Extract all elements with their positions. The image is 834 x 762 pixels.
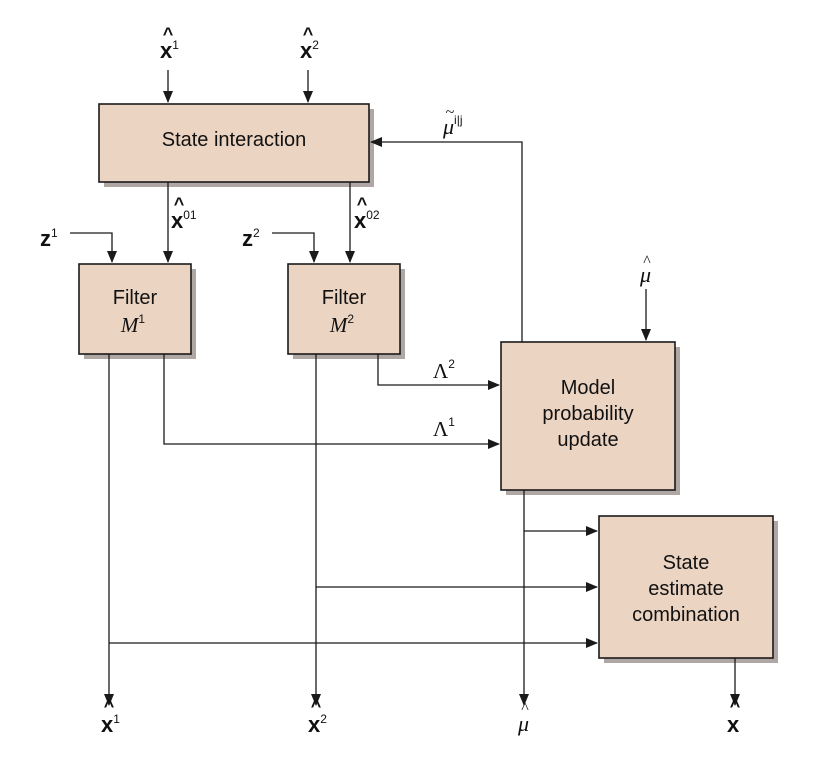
model-probability-update-box: Model probability update — [500, 341, 680, 495]
label-x-hat-output: ^ x — [727, 696, 741, 737]
label-mu-hat-input: ^ μ — [639, 253, 651, 287]
label-x-hat-01: ^ x01 — [171, 194, 197, 233]
filter-1-model: M1 — [120, 312, 146, 337]
svg-text:Λ2: Λ2 — [433, 357, 455, 383]
svg-text:^: ^ — [104, 696, 115, 716]
label-x-hat-2-output: ^ x2 — [308, 696, 327, 737]
model-prob-line1: Model — [561, 377, 615, 399]
state-estimate-combination-box: State estimate combination — [598, 515, 778, 663]
state-est-line1: State — [663, 552, 710, 574]
svg-text:z1: z1 — [40, 226, 58, 251]
label-lambda-1: Λ1 — [433, 415, 455, 441]
label-x-hat-2-input: ^ x2 — [300, 24, 319, 63]
label-lambda-2: Λ2 — [433, 357, 455, 383]
svg-text:Λ1: Λ1 — [433, 415, 455, 441]
filter-2-label: Filter — [322, 287, 367, 309]
svg-text:^: ^ — [174, 194, 185, 214]
arrow-lambda1 — [163, 354, 500, 449]
svg-text:μ: μ — [639, 262, 651, 287]
label-mu-hat-output: ^ μ — [517, 700, 529, 736]
svg-text:^: ^ — [163, 24, 174, 44]
filter-2-box: Filter M2 — [287, 263, 405, 359]
svg-text:^: ^ — [521, 700, 529, 717]
state-est-line2: estimate — [648, 578, 724, 600]
svg-text:^: ^ — [311, 696, 322, 716]
label-x-hat-1-input: ^ x1 — [160, 24, 179, 63]
filter-2-model: M2 — [329, 312, 355, 337]
svg-text:x1: x1 — [101, 712, 120, 737]
svg-text:~: ~ — [446, 104, 455, 121]
label-mu-tilde: ~ μi|j — [442, 104, 463, 139]
svg-text:x2: x2 — [300, 38, 319, 63]
svg-text:x2: x2 — [308, 712, 327, 737]
label-x-hat-1-output: ^ x1 — [101, 696, 120, 737]
arrow-z1-to-filter1 — [70, 232, 117, 263]
label-x-hat-02: ^ x02 — [354, 194, 380, 233]
arrow-z2-to-filter2 — [272, 232, 319, 263]
svg-text:^: ^ — [303, 24, 314, 44]
svg-text:^: ^ — [643, 253, 651, 270]
label-z1: z1 — [40, 226, 58, 251]
connectors — [70, 70, 740, 706]
svg-text:x02: x02 — [354, 208, 380, 233]
svg-text:x1: x1 — [160, 38, 179, 63]
state-est-line3: combination — [632, 604, 740, 626]
state-interaction-box: State interaction — [98, 103, 374, 187]
label-z2: z2 — [242, 226, 260, 251]
svg-text:z2: z2 — [242, 226, 260, 251]
svg-text:μ: μ — [517, 711, 529, 736]
svg-text:x01: x01 — [171, 208, 197, 233]
filter-1-box: Filter M1 — [78, 263, 196, 359]
svg-text:μi|j: μi|j — [442, 113, 463, 139]
state-interaction-label: State interaction — [162, 129, 307, 151]
model-prob-line2: probability — [542, 403, 633, 425]
filter-1-label: Filter — [113, 287, 158, 309]
svg-text:^: ^ — [357, 194, 368, 214]
model-prob-line3: update — [557, 429, 618, 451]
svg-text:^: ^ — [730, 696, 741, 716]
svg-text:x: x — [727, 712, 740, 737]
arrow-lambda2 — [377, 354, 500, 390]
arrow-mu-tilde-feedback — [370, 137, 523, 342]
